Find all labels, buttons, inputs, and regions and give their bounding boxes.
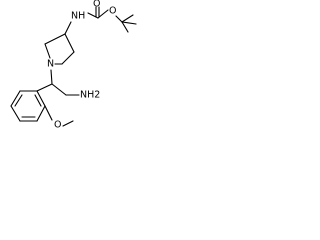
bond-nh-c3 xyxy=(64,21,72,35)
atom-label-carbonyl-o: O xyxy=(93,0,100,10)
atom-label-layer: NH O O N NH2 O xyxy=(47,0,116,131)
bond-ar-3 xyxy=(10,105,21,122)
bond-ar-6 xyxy=(36,90,46,107)
atom-label-ester-o: O xyxy=(109,6,116,17)
bond-o-ch3 xyxy=(62,120,74,127)
bond-ring-c2-c3 xyxy=(44,33,66,45)
bond-ar-inner-1 xyxy=(14,94,23,107)
bond-carbonyl-nh xyxy=(87,12,99,19)
bond-ar-o xyxy=(44,105,53,121)
atom-label-pyrrolidine-n: N xyxy=(47,59,54,70)
bond-ar-2 xyxy=(10,90,21,107)
atom-label-amine: NH2 xyxy=(80,90,100,101)
bond-o-carbonyl xyxy=(97,9,109,19)
bond-tbu-o xyxy=(115,15,123,23)
bond-n-ch xyxy=(50,69,53,85)
bond-ring-c4-c5 xyxy=(61,51,75,65)
bond-tbu-c3 xyxy=(121,21,129,33)
bond-ar-5 xyxy=(36,105,46,122)
bond-ch-ch2 xyxy=(51,83,67,96)
atom-label-methoxy-o: O xyxy=(54,120,61,131)
bond-ring-c3-c4 xyxy=(64,33,75,53)
chemical-structure: NH O O N NH2 O xyxy=(10,0,137,131)
bond-layer xyxy=(10,6,137,127)
bond-ar-inner-3 xyxy=(34,94,42,107)
bond-ch-phenyl xyxy=(36,83,53,92)
bond-tbu-c2 xyxy=(121,21,137,25)
bond-ring-n-c2 xyxy=(44,43,51,59)
atom-label-boc-nh: NH xyxy=(71,11,85,22)
bond-tbu-c1 xyxy=(121,14,134,23)
